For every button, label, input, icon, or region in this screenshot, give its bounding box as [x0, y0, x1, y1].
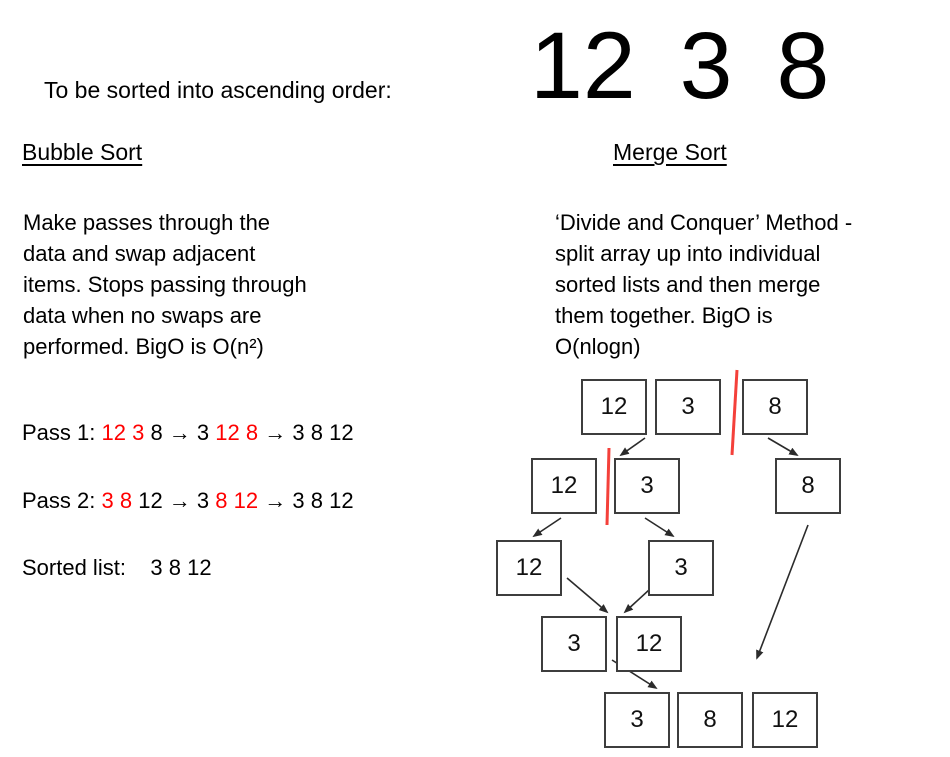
merge-box: 3: [648, 540, 714, 596]
pass-token: 12: [329, 488, 354, 513]
prompt-label: To be sorted into ascending order:: [44, 77, 392, 103]
initial-array-value-1: 3: [679, 13, 733, 119]
merge-box: 12: [531, 458, 597, 514]
sorted-list-label: Sorted list:: [22, 555, 126, 580]
merge-box: 12: [496, 540, 562, 596]
pass-token: 8: [150, 420, 163, 445]
merge-sort-description: ‘Divide and Conquer’ Method - split arra…: [555, 210, 853, 359]
pass-token: 3: [196, 488, 216, 513]
bubble-sorted-result: Sorted list: 3 8 12: [22, 554, 212, 582]
initial-array-value-0: 12: [530, 13, 636, 119]
pass-token: 3: [292, 420, 311, 445]
bubble-pass-2-line: Pass 2: 3 8 12 → 3 8 12 → 3 8 12: [22, 487, 354, 515]
pass-label: Pass 2:: [22, 488, 102, 513]
merge-box: 8: [775, 458, 841, 514]
merge-box: 3: [655, 379, 721, 435]
arrow-12-to-row3: [532, 517, 562, 538]
pass-token: 8: [310, 420, 330, 445]
transform-arrow: →: [162, 420, 197, 445]
merge-box: 12: [752, 692, 818, 748]
pass-token: 8: [119, 488, 139, 513]
merge-box: 3: [614, 458, 680, 514]
merge-sort-heading: Merge Sort: [613, 139, 727, 165]
transform-arrow: →: [258, 420, 293, 445]
bubble-pass-1-line: Pass 1: 12 3 8 → 3 12 8 → 3 8 12: [22, 419, 354, 447]
bubble-sort-description: Make passes through the data and swap ad…: [23, 210, 307, 359]
pass-label: Pass 1:: [22, 420, 102, 445]
merge-dividers: [605, 369, 739, 526]
merge-box: 12: [581, 379, 647, 435]
divider-right: [730, 369, 739, 456]
arrow-12-merge: [566, 577, 609, 614]
pass-token: 3: [101, 488, 120, 513]
pass-token: 12: [215, 420, 246, 445]
arrow-12-down: [619, 437, 646, 457]
pass-token: 12: [101, 420, 133, 445]
merge-box: 3: [604, 692, 670, 748]
transform-arrow: →: [162, 488, 197, 513]
pass-token: 3: [196, 420, 216, 445]
pass-token: 12: [233, 488, 259, 513]
merge-box: 8: [677, 692, 743, 748]
pass-token: 8: [215, 488, 234, 513]
transform-arrow: →: [258, 488, 293, 513]
arrow-8-long: [756, 524, 809, 660]
pass-token: 3: [132, 420, 151, 445]
sorted-list-values: 3 8 12: [150, 555, 212, 580]
merge-box: 8: [742, 379, 808, 435]
pass-token: 8: [310, 488, 330, 513]
arrow-8-down: [767, 437, 799, 456]
merge-box: 12: [616, 616, 682, 672]
pass-token: 8: [245, 420, 259, 445]
bubble-sort-heading: Bubble Sort: [22, 139, 143, 165]
pass-token: 12: [329, 420, 354, 445]
pass-token: 3: [292, 488, 311, 513]
initial-array-value-2: 8: [776, 13, 830, 119]
pass-token: 12: [138, 488, 163, 513]
divider-left: [605, 447, 611, 526]
merge-box: 3: [541, 616, 607, 672]
arrow-3-to-row3: [644, 517, 675, 538]
